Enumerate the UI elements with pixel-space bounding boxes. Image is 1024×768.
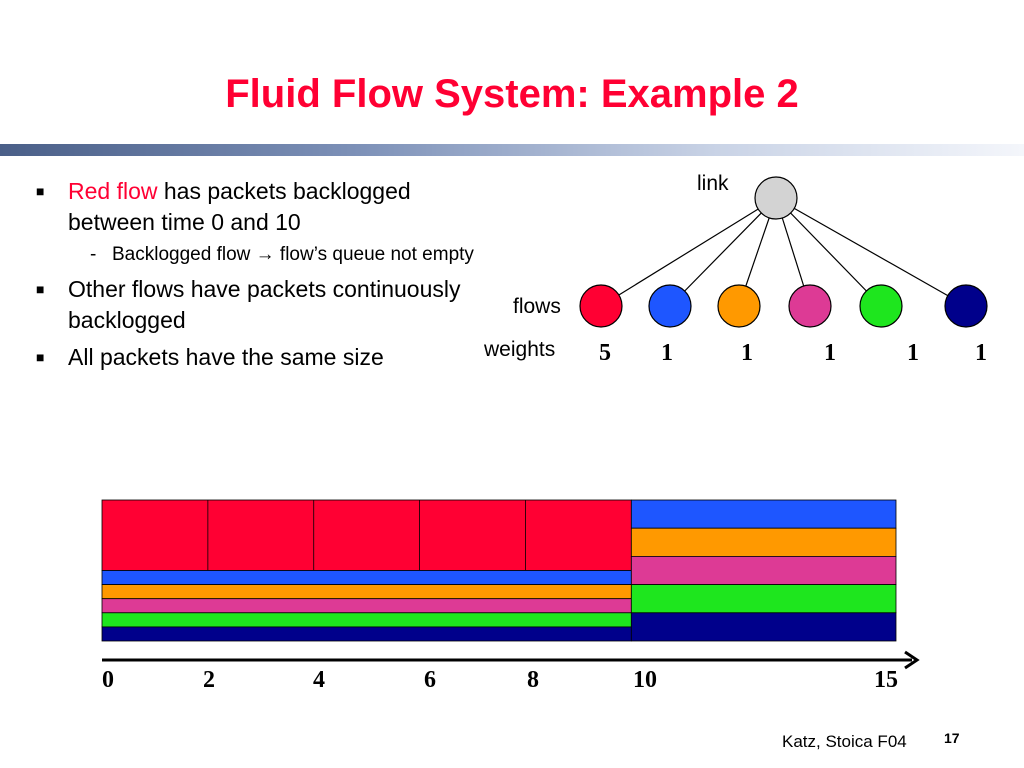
bullet-text: Other flows have packets continuously ba…: [68, 276, 461, 333]
time-axis-arrow-icon: [904, 650, 920, 670]
square-bullet-icon: ■: [36, 349, 45, 365]
bullet-text: All packets have the same size: [68, 344, 384, 370]
flow-share-band: [101, 584, 632, 600]
flow-share-band: [630, 584, 897, 614]
time-tick-label: 2: [203, 667, 215, 693]
right-arrow-icon: →: [255, 244, 275, 265]
flow-weight: 1: [975, 340, 987, 366]
weights-label: weights: [483, 338, 555, 361]
sub-bullet-list: - Backlogged flow → flow’s queue not emp…: [68, 242, 476, 268]
flow-node: [944, 284, 988, 328]
flow-node: [717, 284, 761, 328]
time-tick-label: 0: [102, 667, 114, 693]
flow-share-band: [630, 556, 897, 586]
sub-bullet-text-before: Backlogged flow: [112, 244, 256, 265]
bullet-highlight: Red flow: [68, 178, 158, 204]
flow-node: [859, 284, 903, 328]
bullet-item: ■ Red flow has packets backlogged betwee…: [36, 176, 476, 268]
flows-label: flows: [513, 295, 561, 318]
flow-share-band: [101, 626, 632, 642]
flow-share-band: [101, 598, 632, 614]
flow-share-band: [630, 612, 897, 642]
link-flow-tree: link flows weights 5 1 1 1 1 1: [483, 172, 988, 366]
tree-edge-line: [600, 197, 777, 307]
time-tick-label: 8: [527, 667, 539, 693]
time-tick-label: 6: [424, 667, 436, 693]
sub-bullet-item: - Backlogged flow → flow’s queue not emp…: [90, 242, 476, 268]
page-number: 17: [944, 730, 960, 746]
link-node: [754, 176, 798, 220]
bullet-text: has packets backlogged between time 0 an…: [68, 178, 411, 235]
flow-node: [648, 284, 692, 328]
flow-node: [788, 284, 832, 328]
title-divider-bar: [0, 144, 1024, 156]
timeline: 0 2 4 6 8 10 15: [101, 499, 920, 693]
flow-share-band: [630, 527, 897, 557]
flow-weight: 1: [907, 340, 919, 366]
square-bullet-icon: ■: [36, 281, 45, 297]
time-tick-label: 10: [633, 667, 657, 693]
flow-node: [579, 284, 623, 328]
slide-footer: Katz, Stoica F04: [782, 732, 907, 751]
bullet-item: ■ All packets have the same size: [36, 342, 476, 373]
square-bullet-icon: ■: [36, 183, 45, 199]
flow-share-band: [101, 612, 632, 628]
link-label: link: [697, 172, 729, 195]
flow-weight: 5: [599, 340, 611, 366]
flow-weight: 1: [824, 340, 836, 366]
tree-edge-line: [775, 197, 882, 307]
flow-weight: 1: [741, 340, 753, 366]
flow-share-band: [630, 499, 897, 529]
sub-bullet-text-after: flow’s queue not empty: [274, 244, 474, 265]
dash-bullet-icon: -: [90, 244, 97, 265]
tree-edge-line: [669, 197, 777, 307]
flow-share-band: [101, 499, 632, 571]
bullet-list: ■ Red flow has packets backlogged betwee…: [36, 176, 476, 379]
time-tick-label: 15: [874, 667, 898, 693]
time-tick-label: 4: [313, 667, 325, 693]
flow-weight: 1: [661, 340, 673, 366]
bullet-item: ■ Other flows have packets continuously …: [36, 274, 476, 336]
flow-share-band: [101, 570, 632, 586]
slide-title: Fluid Flow System: Example 2: [225, 72, 799, 116]
tree-edge-line: [775, 197, 967, 307]
